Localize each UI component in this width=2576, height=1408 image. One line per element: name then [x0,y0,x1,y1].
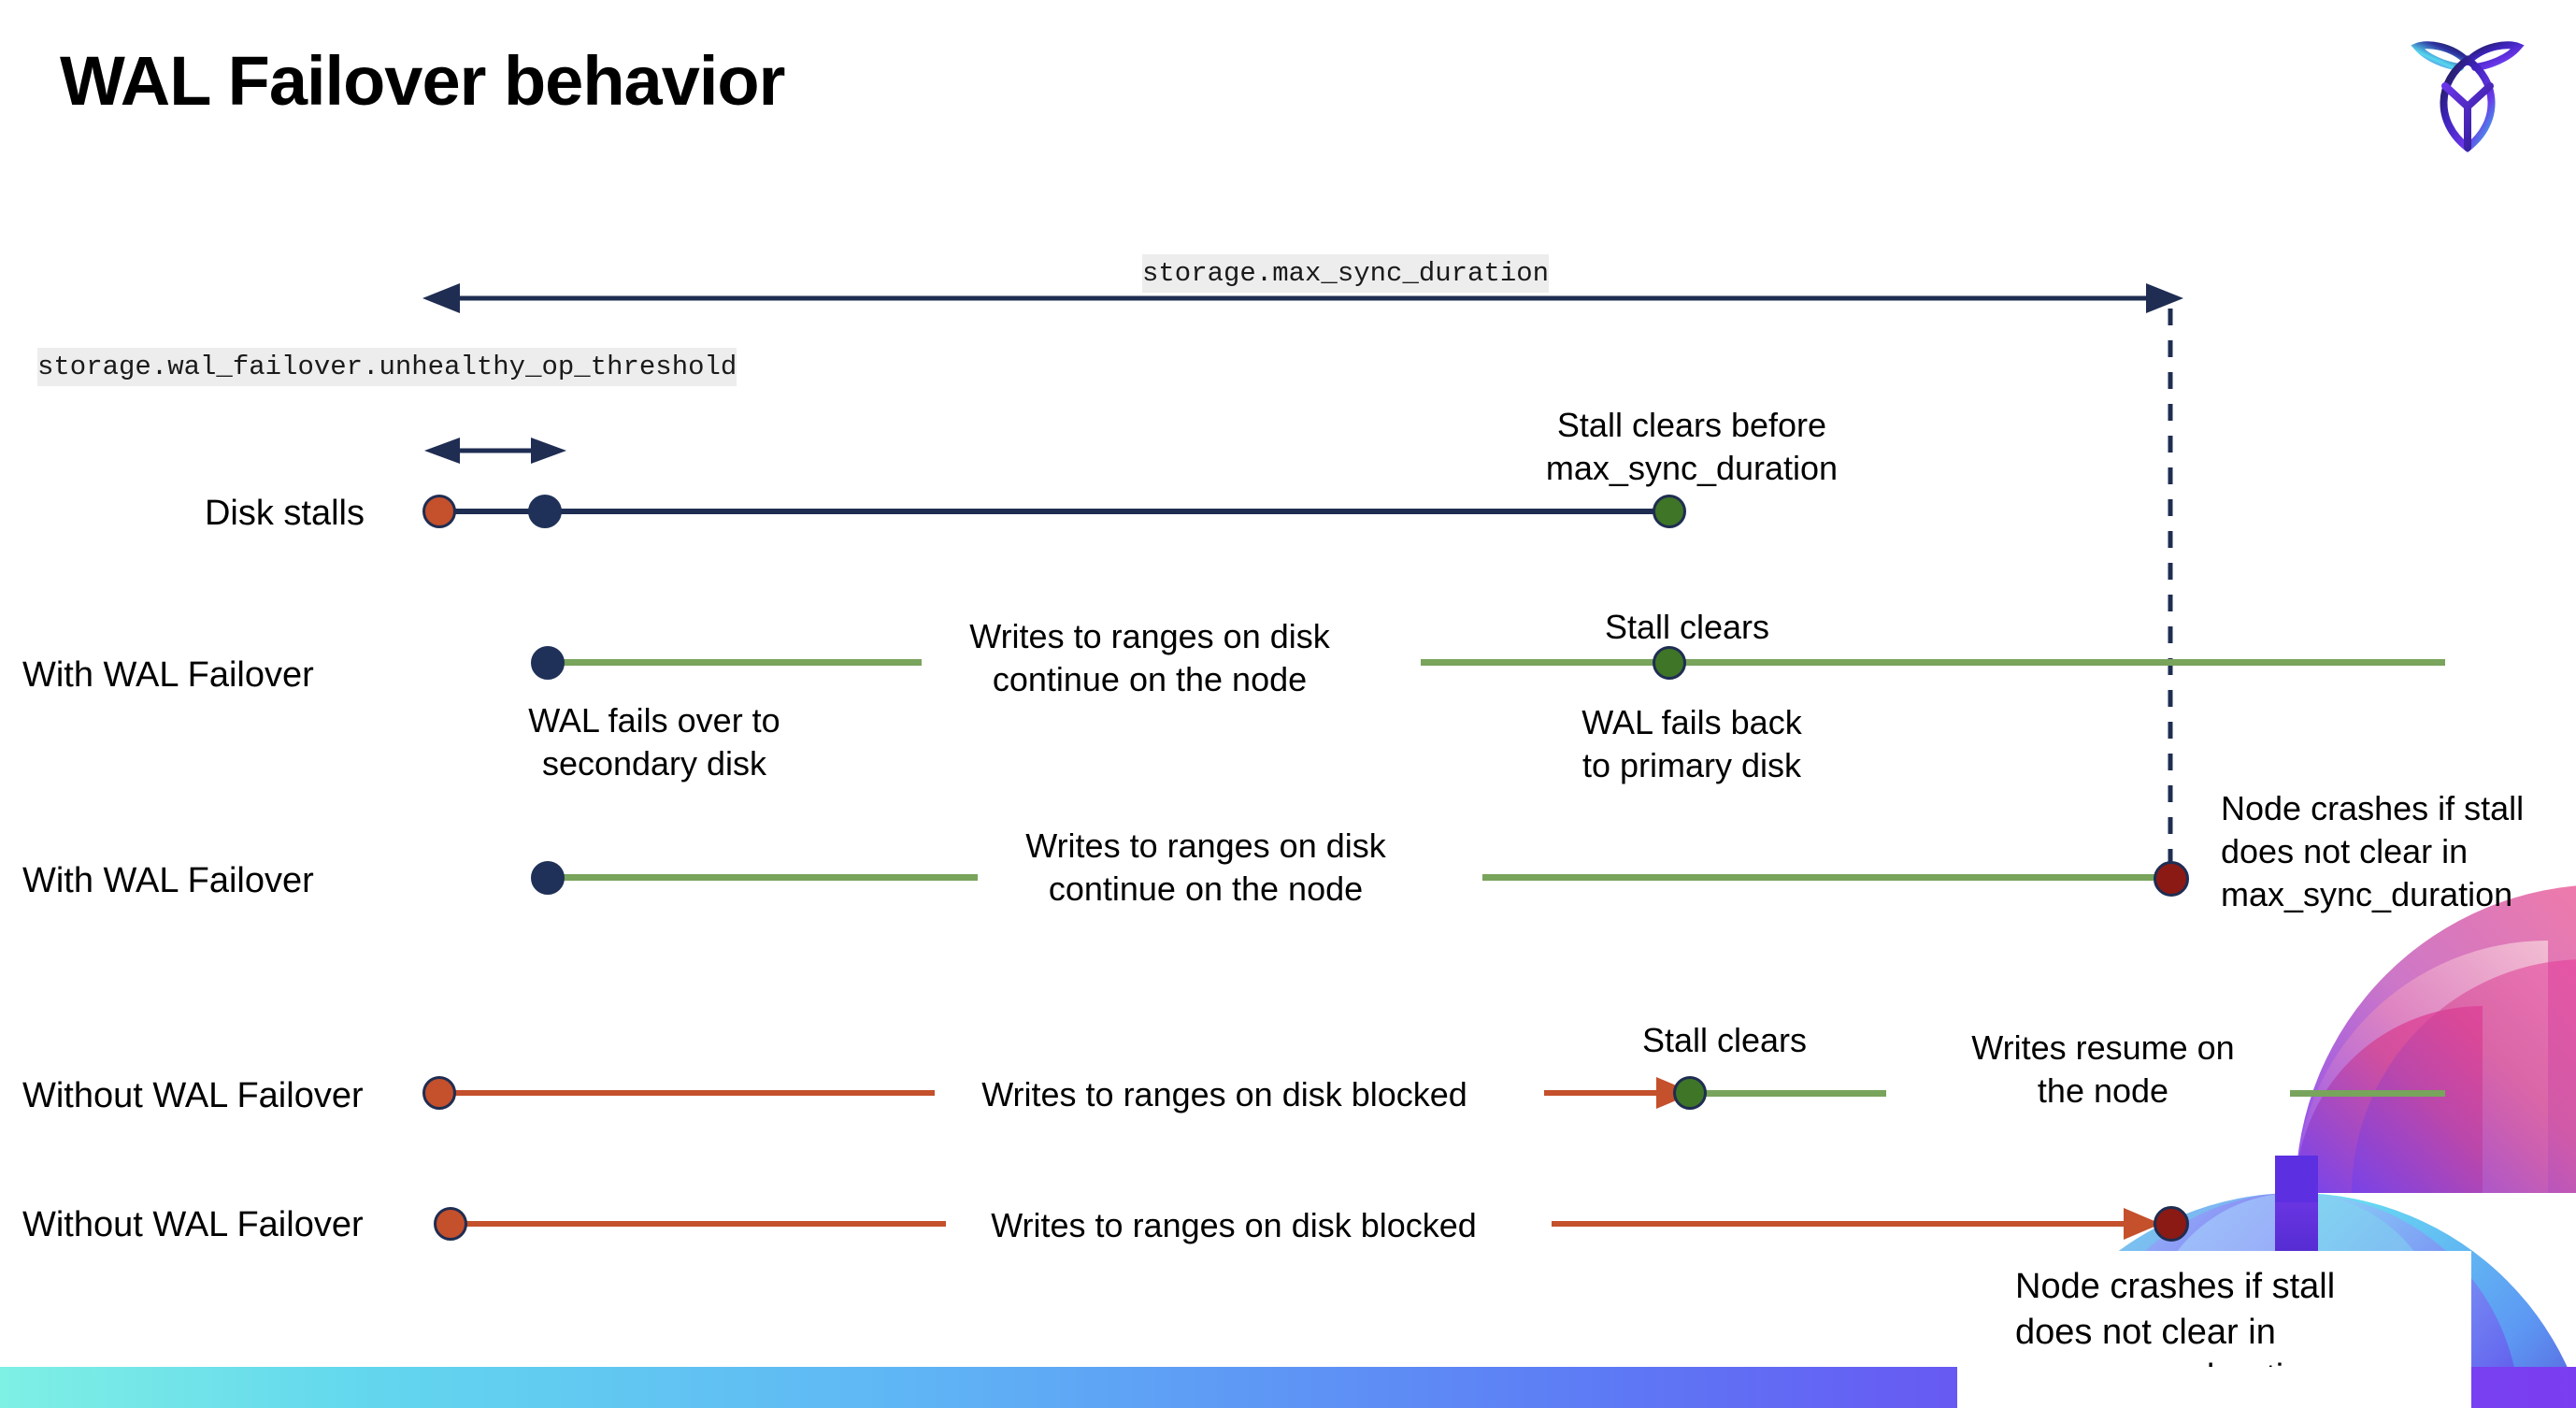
row-disk-stalls-label: Disk stalls [204,494,365,533]
row-without-wal-failover-1-note-mid: Writes to ranges on disk blocked [981,1075,1467,1113]
row-with-wal-failover-1-note-mid: Writes to ranges on disk continue on the… [969,617,1330,699]
without-wal-1-stall-clears-dot [1673,1076,1707,1110]
disk-stalls-threshold-dot [528,495,562,528]
row-with-wal-failover-1-note-below-end: WAL fails back to primary disk [1581,703,1802,785]
wal-failover-1-stall-clears-dot [1653,646,1686,680]
page-title: WAL Failover behavior [60,42,785,120]
row-without-wal-failover-2-note-callout: Node crashes if stall does not clear in … [2015,1267,2336,1397]
wal-failover-1-failover-dot [531,646,565,680]
without-wal-1-resume-segment-a [1699,1090,1886,1097]
row-with-wal-failover-2-note-mid: Writes to ranges on disk continue on the… [1025,826,1386,909]
without-wal-1-resume-segment-b [2290,1090,2445,1097]
row-with-wal-failover-1-note-above-end: Stall clears [1604,608,1770,646]
row-with-wal-failover-2-label: With WAL Failover [22,861,314,900]
row-disk-stalls-note-above: Stall clears before max_sync_duration [1545,406,1839,488]
wal-failover-2-failover-dot [531,861,565,895]
callout-bar-mask [1957,1367,2471,1408]
without-wal-2-node-crash-dot [2154,1206,2189,1242]
row-without-wal-failover-1-note-right: Writes resume on the node [1971,1028,2235,1111]
row-with-wal-failover-2-note-right: Node crashes if stall does not clear in … [2221,789,2525,914]
wal-failover-1-segment-b [1421,659,2445,666]
wal-failover-2-node-crash-dot [2154,861,2189,897]
row-without-wal-failover-2-note-mid: Writes to ranges on disk blocked [991,1206,1477,1244]
disk-stalls-stall-start-dot [422,495,456,528]
without-wal-2-blocked-segment-a [460,1221,946,1227]
row-without-wal-failover-2-label: Without WAL Failover [22,1205,364,1244]
cockroachdb-logo-icon [2411,41,2525,153]
row-with-wal-failover-1-note-below-start: WAL fails over to secondary disk [528,701,780,783]
disk-stalls-stall-clears-dot [1653,495,1686,528]
cockroachdb-logo [2393,21,2542,170]
without-wal-2-stall-start-dot [434,1207,467,1241]
without-wal-1-stall-start-dot [422,1076,456,1110]
row-with-wal-failover-1-label: With WAL Failover [22,655,314,695]
max-sync-setting-label: storage.max_sync_duration [1142,254,1550,294]
row-without-wal-failover-1-note-above-end: Stall clears [1641,1021,1808,1059]
wal-failover-2-segment-b [1482,874,2174,881]
without-wal-1-blocked-segment-a [449,1090,935,1096]
unhealthy-op-setting-label: storage.wal_failover.unhealthy_op_thresh… [37,348,737,387]
wal-failover-1-segment-a [548,659,922,666]
wal-failover-2-segment-a [548,874,978,881]
disk-stalls-timeline [439,509,1682,514]
row-without-wal-failover-1-label: Without WAL Failover [22,1076,364,1115]
